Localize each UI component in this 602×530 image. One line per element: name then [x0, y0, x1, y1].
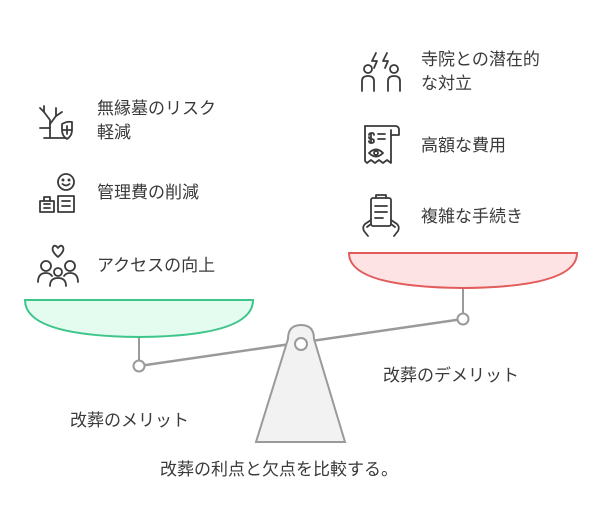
merit-item-1-line1: 無縁墓のリスク	[97, 99, 216, 119]
demerit-item-1-line2: な対立	[421, 74, 472, 94]
merit-pan	[23, 299, 255, 339]
people-conflict-icon	[359, 51, 403, 95]
diagram-title: 改葬の利点と欠点を比較する。	[160, 460, 398, 480]
merit-item-3-label: アクセスの向上	[97, 256, 216, 276]
tree-shield-icon	[36, 98, 80, 142]
fulcrum-pivot	[294, 337, 308, 351]
demerit-item-2-label: 高額な費用	[421, 136, 506, 156]
family-heart-icon	[36, 244, 80, 288]
merit-item-2-label: 管理費の削減	[97, 183, 199, 203]
merit-joint	[132, 359, 146, 373]
demerit-joint	[456, 312, 470, 326]
document-hands-icon	[359, 194, 403, 238]
receipt-eye-icon	[359, 123, 403, 167]
demerit-pan	[347, 252, 579, 290]
demerit-item-3-label: 複雑な手続き	[421, 207, 523, 227]
demerit-item-1-line1: 寺院との潜在的	[421, 50, 540, 70]
merit-group-label: 改葬のメリット	[70, 411, 189, 431]
demerit-group-label: 改葬のデメリット	[383, 366, 519, 386]
merit-item-1-line2: 軽減	[97, 123, 131, 143]
scale-fulcrum	[254, 323, 347, 443]
savings-smile-icon	[36, 171, 80, 215]
